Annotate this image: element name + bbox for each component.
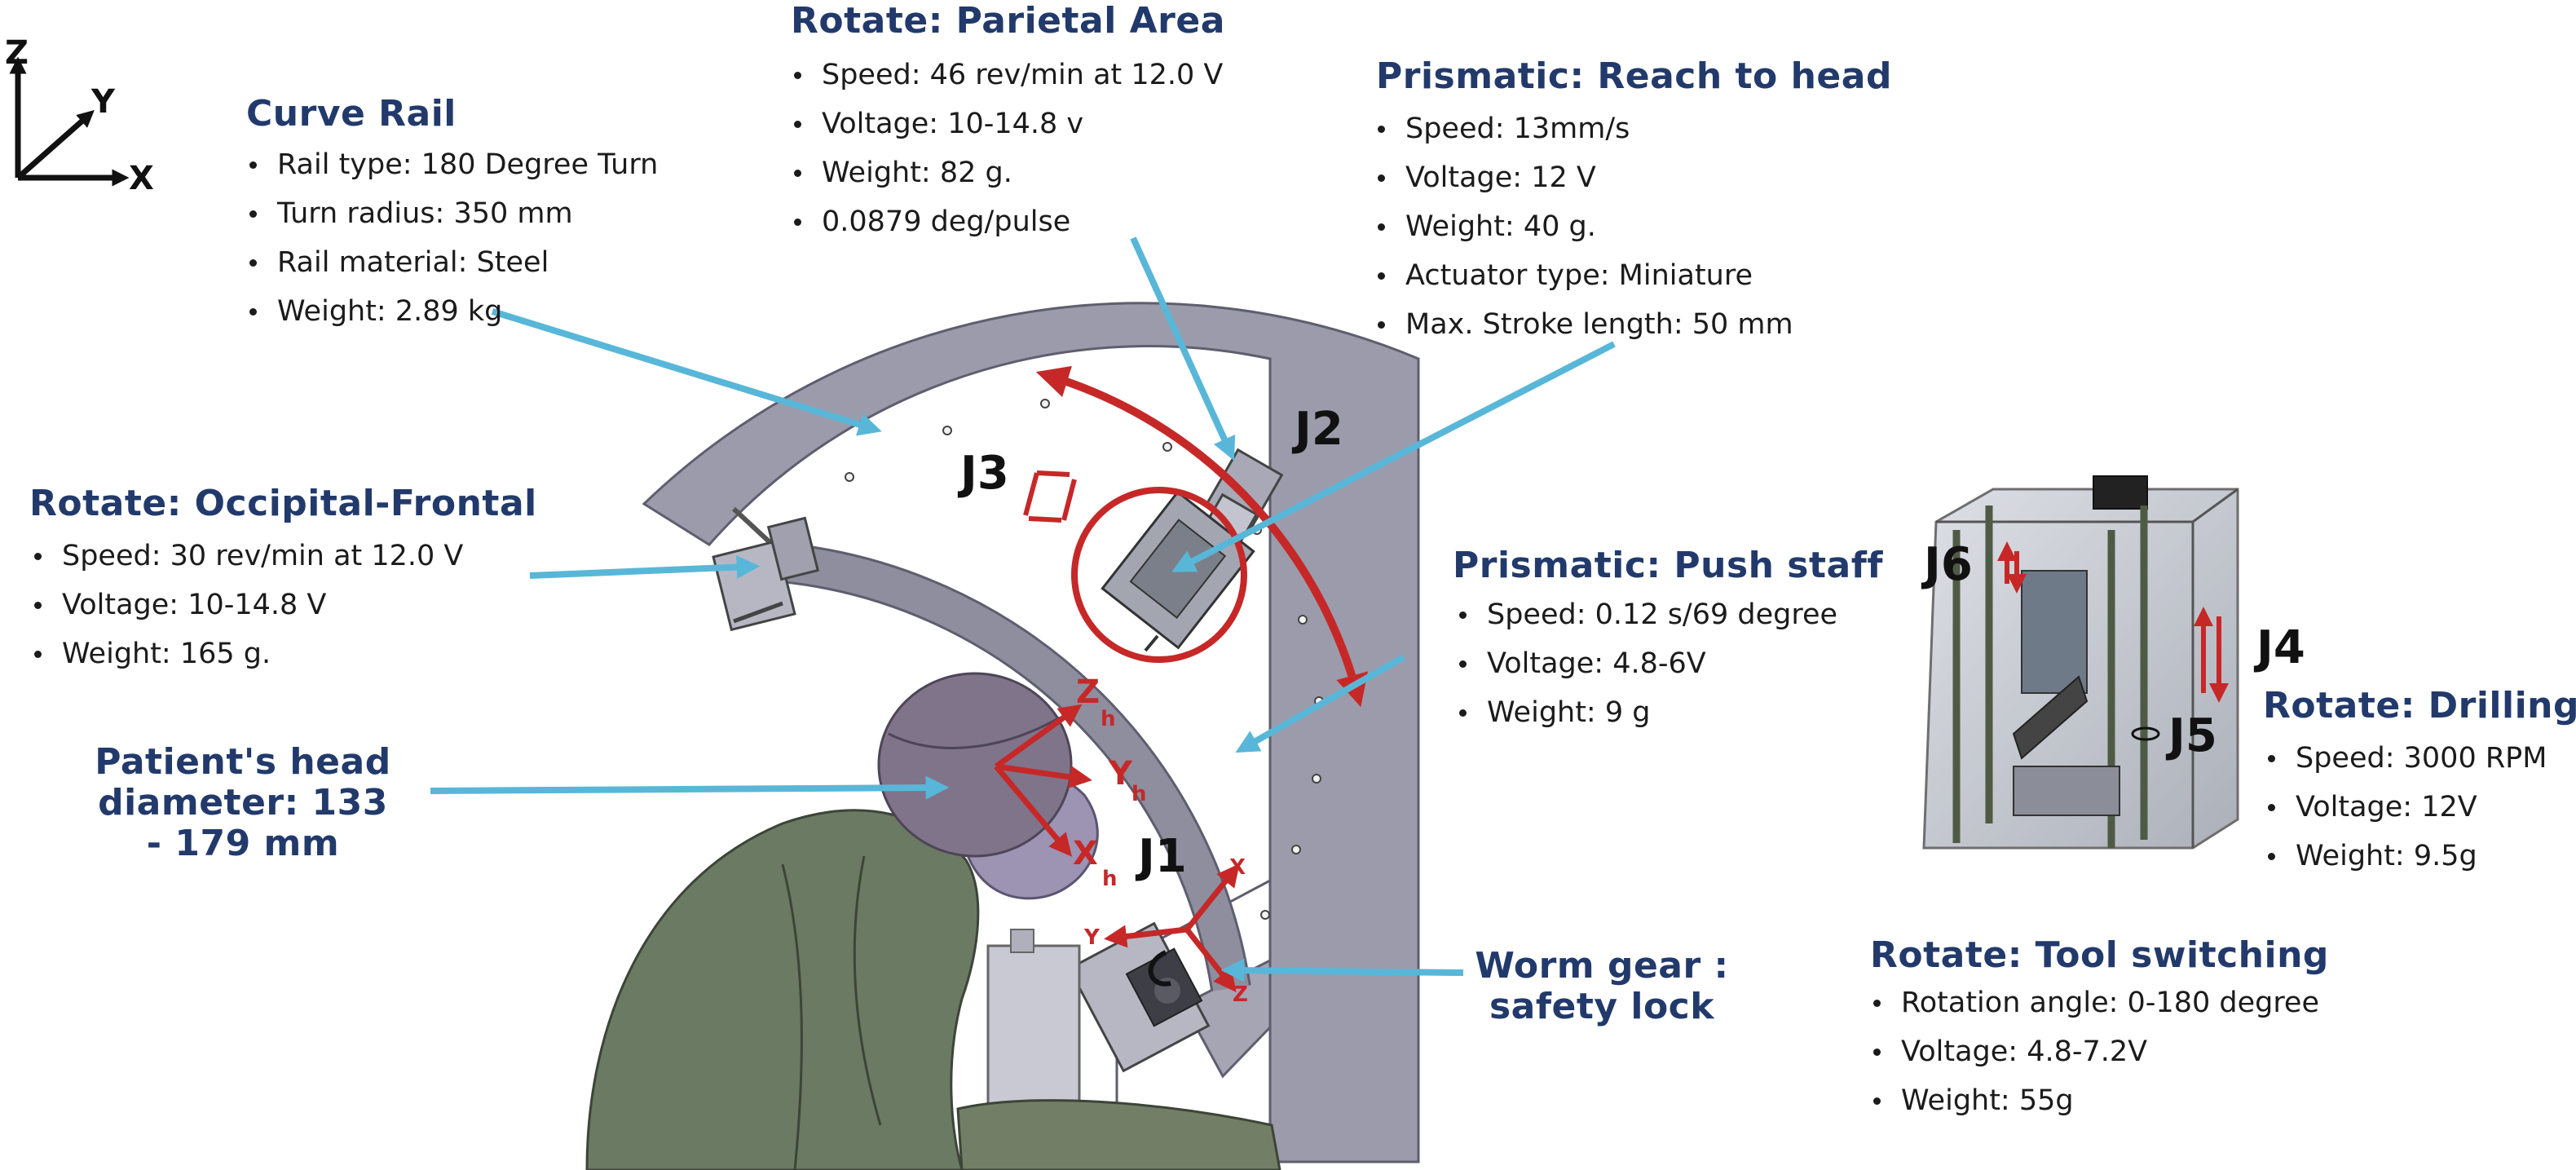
spec-item: Weight: 2.89 kg [243,287,658,336]
spec-item: Voltage: 12V [2261,783,2547,832]
spec-item: Voltage: 4.8-6V [1453,639,1837,688]
joint-j2-label: J2 [1295,403,1343,456]
head-x-sub: h [1102,867,1118,891]
spec-item: Max. Stroke length: 50 mm [1371,300,1793,349]
parietal-title: Rotate: Parietal Area [791,0,1225,42]
spec-item: Weight: 165 g. [28,629,463,678]
curve-rail-title: Curve Rail [246,93,457,135]
tool-y-label: Y [1083,925,1101,950]
joint-j6-label: J6 [1924,538,1973,591]
reach-title: Prismatic: Reach to head [1376,55,1892,97]
joint-j3-label: J3 [960,447,1009,500]
head-y-label: Y [1108,755,1133,793]
j3-motion-arrow [1026,473,1074,520]
head-x-label: X [1073,835,1098,872]
spec-item: 0.0879 deg/pulse [787,197,1223,246]
curve-rail-specs: Rail type: 180 Degree Turn Turn radius: … [243,140,658,336]
reach-specs: Speed: 13mm/s Voltage: 12 V Weight: 40 g… [1371,104,1793,349]
y-axis-label: Y [90,83,116,121]
spec-item: Speed: 0.12 s/69 degree [1453,590,1837,639]
joint-j5-label: J5 [2168,709,2217,762]
spec-item: Voltage: 10-14.8 V [28,581,463,629]
spec-item: Weight: 40 g. [1371,202,1793,251]
spec-item: Voltage: 12 V [1371,153,1793,202]
spec-item: Speed: 13mm/s [1371,104,1793,153]
drilling-specs: Speed: 3000 RPM Voltage: 12V Weight: 9.5… [2261,734,2547,881]
spec-item: Rotation angle: 0-180 degree [1867,978,2319,1027]
drilling-unit [1924,476,2238,848]
spec-item: Speed: 30 rev/min at 12.0 V [28,532,463,581]
spec-item: Weight: 55g [1867,1076,2319,1125]
spec-item: Weight: 9 g [1453,688,1837,737]
joint-j1-label: J1 [1138,830,1187,883]
spec-item: Turn radius: 350 mm [243,189,658,238]
head-frame-labels: Z h Y h X h [1073,673,1147,891]
push-staff-specs: Speed: 0.12 s/69 degree Voltage: 4.8-6V … [1453,590,1837,737]
head-y-sub: h [1131,782,1147,806]
spec-item: Speed: 46 rev/min at 12.0 V [787,51,1223,99]
spec-item: Weight: 82 g. [787,148,1223,197]
occipital-title: Rotate: Occipital-Frontal [29,483,537,524]
spec-item: Actuator type: Miniature [1371,251,1793,300]
worm-gear-label: Worm gear : safety lock [1467,946,1736,1027]
head-z-label: Z [1076,673,1100,711]
world-axes: Z Y X [5,34,154,197]
x-axis-label: X [129,160,154,197]
tool-switch-title: Rotate: Tool switching [1870,934,2329,976]
tool-switch-specs: Rotation angle: 0-180 degree Voltage: 4.… [1867,978,2319,1125]
z-axis-label: Z [5,34,29,72]
tool-x-label: X [1229,855,1246,880]
push-staff-title: Prismatic: Push staff [1453,545,1883,586]
patient-figure [587,673,1280,1170]
spec-item: Weight: 9.5g [2261,832,2547,881]
joint-j4-label: J4 [2256,621,2305,674]
spec-item: Voltage: 10-14.8 v [787,99,1223,148]
spec-item: Rail type: 180 Degree Turn [243,140,658,189]
tool-z-label: Z [1233,982,1248,1007]
spec-item: Voltage: 4.8-7.2V [1867,1027,2319,1076]
occipital-specs: Speed: 30 rev/min at 12.0 V Voltage: 10-… [28,532,463,678]
drilling-title: Rotate: Drilling [2263,685,2576,726]
head-z-sub: h [1101,707,1116,731]
spec-item: Speed: 3000 RPM [2261,734,2547,783]
head-diameter-label: Patient's head diameter: 133 - 179 mm [88,742,398,864]
parietal-specs: Speed: 46 rev/min at 12.0 V Voltage: 10-… [787,51,1223,246]
spec-item: Rail material: Steel [243,238,658,287]
